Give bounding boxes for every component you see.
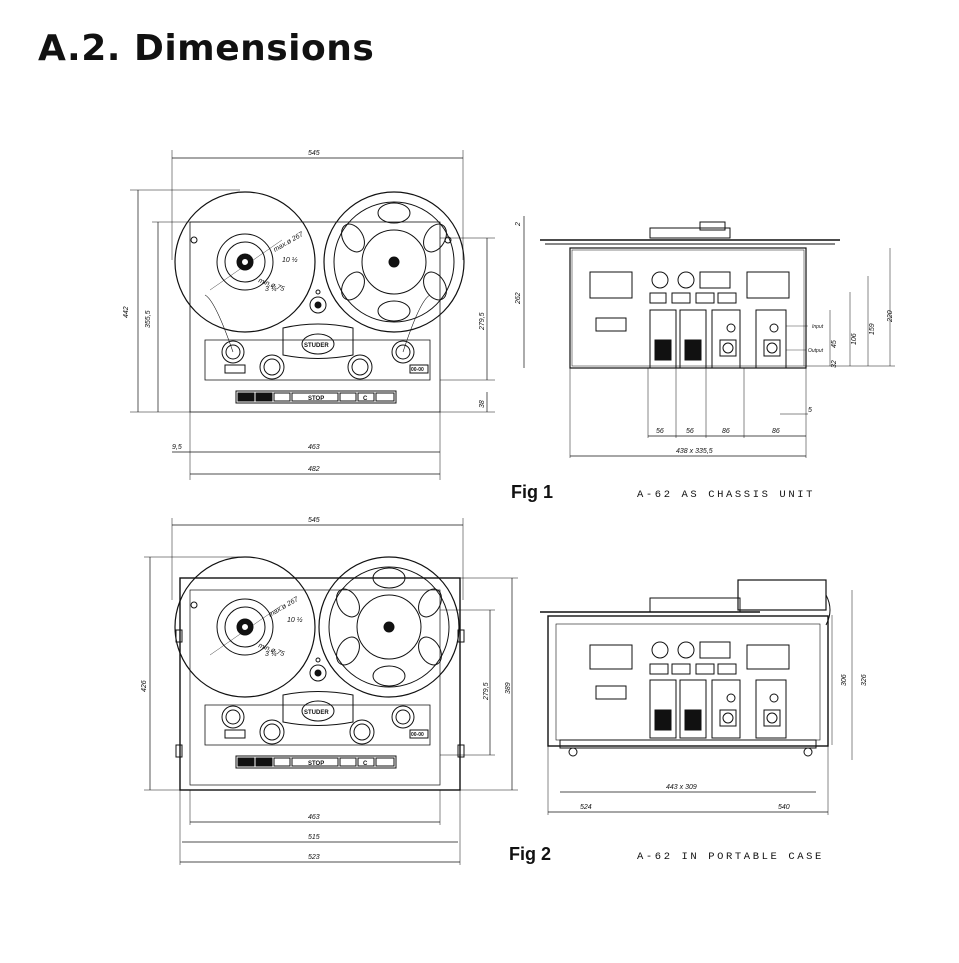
fig2-dim-height-right: 279,5 <box>483 682 490 701</box>
fig2-dim-height-right2: 389 <box>505 682 512 694</box>
fig2-reel-max: max.ø 267 <box>268 596 301 619</box>
fig1-counter: 00-00 <box>411 367 424 373</box>
fig2-reel-max-in: 10 ½ <box>287 616 303 624</box>
fig1-output-label: Output <box>808 348 824 354</box>
fig1-reel-max: max.ø 267 <box>273 231 306 254</box>
fig2-side-height-2: 326 <box>861 674 868 686</box>
fig2-side-width-total: 443 x 309 <box>666 784 697 791</box>
fig1-side-dim-45: 45 <box>831 340 838 348</box>
fig1-side-dim-top: 2 <box>515 222 522 227</box>
fig1-caption: A-62 AS CHASSIS UNIT <box>637 489 816 501</box>
fig2-reel-min-in: 3 ¼ <box>265 651 277 658</box>
page-title: A.2. Dimensions <box>38 28 375 69</box>
fig1-side-view: 2 262 32 45 106 159 220 Input Output 56 … <box>515 216 895 458</box>
fig1-dim-width-top: 545 <box>308 150 320 157</box>
fig1-dim-height-right: 279,5 <box>479 312 486 331</box>
fig2-side-view: 306 326 443 x 309 524 540 <box>540 579 868 815</box>
fig1-side-dim-159: 159 <box>869 323 876 335</box>
fig1-dim-width-bottom: 482 <box>308 466 320 473</box>
fig2-dim-width-inner: 463 <box>308 814 320 821</box>
fig1-dim-bottom-right: 38 <box>479 400 486 408</box>
fig2-dim-height-outer: 426 <box>141 680 148 692</box>
fig1-label: Fig 1 <box>511 482 554 502</box>
fig1-dim-width-inner: 463 <box>308 444 320 451</box>
fig1-stop-label: STOP <box>308 396 324 402</box>
fig2-c-label: C <box>363 761 368 767</box>
fig1-side-small: 5 <box>808 407 812 414</box>
fig1-side-dim-220: 220 <box>887 310 894 323</box>
fig2-side-height-1: 306 <box>841 674 848 686</box>
fig1-c-label: C <box>363 396 368 402</box>
fig2-front-view: 545 426 279,5 389 max.ø 267 10 ½ min.ø 7… <box>141 517 518 865</box>
fig1-side-w4: 86 <box>772 428 780 435</box>
fig1-side-dim-height: 262 <box>515 292 522 305</box>
fig1-side-w1: 56 <box>656 428 664 435</box>
fig2-stop-label: STOP <box>308 761 324 767</box>
fig1-side-w2: 56 <box>686 428 694 435</box>
fig1-dim-left-offset: 9,5 <box>172 444 182 451</box>
fig2-caption: A-62 IN PORTABLE CASE <box>637 851 824 863</box>
fig1-reel-max-in: 10 ½ <box>282 256 298 264</box>
fig2-dim-width-bottom: 523 <box>308 854 320 861</box>
fig1-side-dim-106: 106 <box>851 333 858 345</box>
fig1-front-view: 545 442 355,5 279,5 38 9,5 463 482 ma <box>123 150 495 480</box>
fig2-label: Fig 2 <box>509 844 552 864</box>
fig2-side-w-left: 524 <box>580 804 592 811</box>
fig1-side-w3: 86 <box>722 428 730 435</box>
fig1-input-label: Input <box>812 324 824 330</box>
fig2-brand-studer: STUDER <box>304 710 329 716</box>
fig1-side-dim-32: 32 <box>831 360 838 368</box>
fig2-dim-width-mid: 515 <box>308 834 320 841</box>
fig1-brand-studer: STUDER <box>304 343 329 349</box>
fig2-side-w-right: 540 <box>778 804 790 811</box>
fig1-dim-height-outer: 442 <box>123 306 130 318</box>
fig1-reel-min-in: 3 ¼ <box>265 286 277 293</box>
fig2-dim-width-top: 545 <box>308 517 320 524</box>
fig1-side-width-total: 438 x 335,5 <box>676 448 713 455</box>
fig2-counter: 00-00 <box>411 732 424 738</box>
fig1-dim-height-inner: 355,5 <box>145 310 152 328</box>
